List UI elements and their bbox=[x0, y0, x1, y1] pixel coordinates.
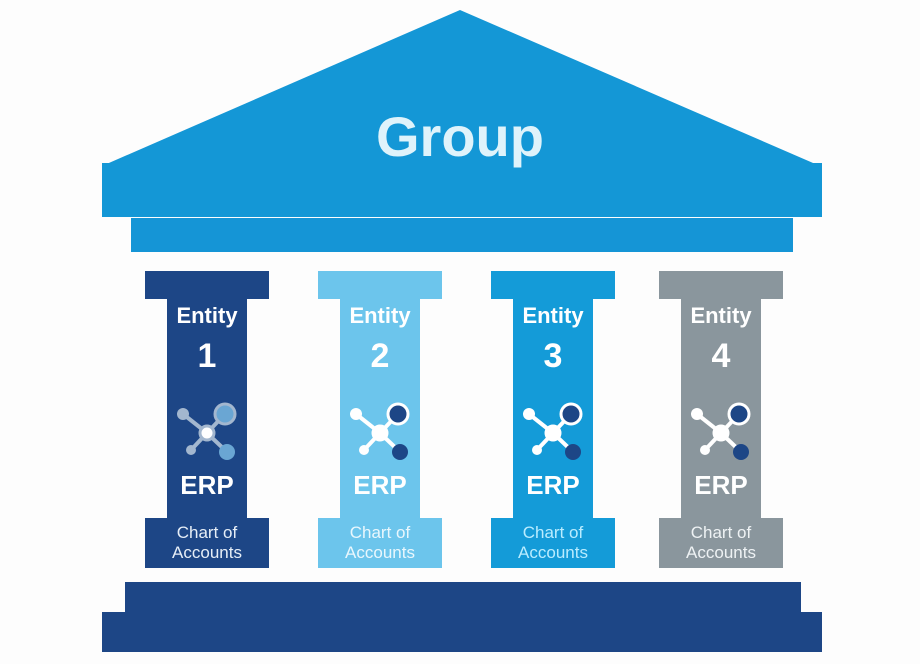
network-icon-node-top-right bbox=[386, 402, 410, 426]
group-title: Group bbox=[376, 105, 544, 168]
pillar-4-erp-label: ERP bbox=[694, 470, 748, 500]
pillar-3-network-icon bbox=[523, 402, 583, 460]
pillar-4-entity-label: Entity bbox=[690, 303, 752, 328]
pillar-3-base bbox=[491, 518, 615, 568]
stylobate-bottom bbox=[102, 612, 822, 652]
architrave bbox=[131, 218, 793, 252]
pillar-1-number: 1 bbox=[197, 337, 217, 375]
network-icon-hub bbox=[712, 424, 730, 442]
network-icon-hub bbox=[198, 424, 216, 442]
pillar-1-entity-label: Entity bbox=[176, 303, 238, 328]
network-icon-node-top-right bbox=[213, 402, 237, 426]
network-icon-node-top-left bbox=[691, 408, 703, 420]
network-icon-node-top-left bbox=[177, 408, 189, 420]
pillar-1-capital bbox=[145, 271, 269, 299]
pillar-2-capital bbox=[318, 271, 442, 299]
pillar-2-chart-of-accounts: Chart of Accounts bbox=[345, 523, 415, 562]
pillar-2-network-icon bbox=[350, 402, 410, 460]
network-icon-hub bbox=[371, 424, 389, 442]
network-icon-node-top-left bbox=[523, 408, 535, 420]
stylobate-top bbox=[125, 582, 801, 612]
pillar-1-chart-of-accounts: Chart of Accounts bbox=[172, 523, 242, 562]
pillar-4-chart-of-accounts: Chart of Accounts bbox=[686, 523, 756, 562]
pillar-1-base bbox=[145, 518, 269, 568]
roof-pediment bbox=[102, 10, 820, 166]
pillar-3-erp-label: ERP bbox=[526, 470, 580, 500]
pillar-1-erp-label: ERP bbox=[180, 470, 234, 500]
network-icon-node-top-right bbox=[559, 402, 583, 426]
network-icon-node-bottom-right bbox=[733, 444, 749, 460]
pillar-2-erp-label: ERP bbox=[353, 470, 407, 500]
roof-cornice bbox=[102, 163, 822, 217]
network-icon-node-bottom-left bbox=[532, 445, 542, 455]
pillar-2-number: 2 bbox=[370, 337, 390, 375]
pillar-3-entity-label: Entity bbox=[522, 303, 584, 328]
pillar-4-network-icon bbox=[691, 402, 751, 460]
pillar-2-entity-label: Entity bbox=[349, 303, 411, 328]
network-icon-node-top-right bbox=[727, 402, 751, 426]
network-icon-node-bottom-left bbox=[700, 445, 710, 455]
network-icon-hub bbox=[544, 424, 562, 442]
pillar-3-capital bbox=[491, 271, 615, 299]
pillar-1-network-icon bbox=[177, 402, 237, 460]
pillar-2 bbox=[318, 271, 442, 568]
network-icon-node-bottom-right bbox=[219, 444, 235, 460]
network-icon-node-bottom-right bbox=[392, 444, 408, 460]
pillar-4-number: 4 bbox=[711, 337, 731, 375]
network-icon-node-bottom-left bbox=[359, 445, 369, 455]
pillar-2-base bbox=[318, 518, 442, 568]
network-icon-node-bottom-left bbox=[186, 445, 196, 455]
pillar-3-chart-of-accounts: Chart of Accounts bbox=[518, 523, 588, 562]
pillar-4-capital bbox=[659, 271, 783, 299]
network-icon-node-top-left bbox=[350, 408, 362, 420]
pillar-3-number: 3 bbox=[543, 337, 563, 375]
network-icon-node-bottom-right bbox=[565, 444, 581, 460]
pillar-4-base bbox=[659, 518, 783, 568]
